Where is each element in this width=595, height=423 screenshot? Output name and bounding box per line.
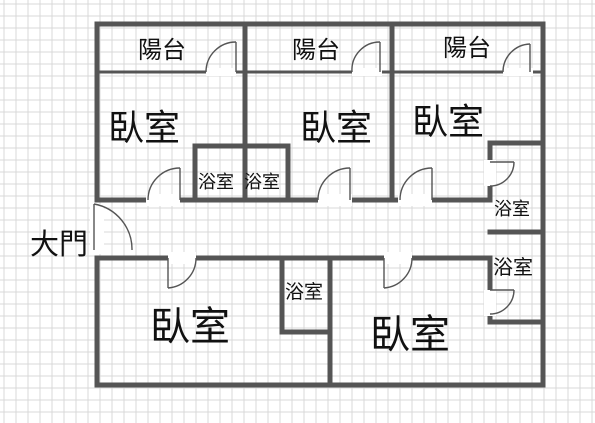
balcony-label-2: 陽台 — [292, 36, 340, 64]
bedroom-label-1: 臥室 — [108, 108, 180, 149]
bathroom-label-4: 浴室 — [493, 255, 533, 279]
bedroom-label-2: 臥室 — [300, 108, 372, 149]
doors — [93, 41, 531, 315]
entrance-label: 大門 — [30, 227, 88, 261]
bathroom-label-1: 浴室 — [198, 172, 234, 193]
bedroom-label-3: 臥室 — [412, 102, 484, 143]
balcony-label-1: 陽台 — [138, 36, 186, 64]
bedroom-label-5: 臥室 — [370, 312, 450, 358]
balcony-label-3: 陽台 — [443, 34, 491, 62]
room-labels: 大門 陽台 陽台 陽台 臥室 臥室 臥室 臥室 臥室 浴室 浴室 浴室 浴室 浴… — [30, 34, 533, 358]
bathroom-label-5: 浴室 — [285, 281, 323, 303]
bathroom-label-2: 浴室 — [244, 172, 280, 193]
bathroom-label-3: 浴室 — [494, 199, 530, 220]
bedroom-label-4: 臥室 — [150, 304, 230, 350]
